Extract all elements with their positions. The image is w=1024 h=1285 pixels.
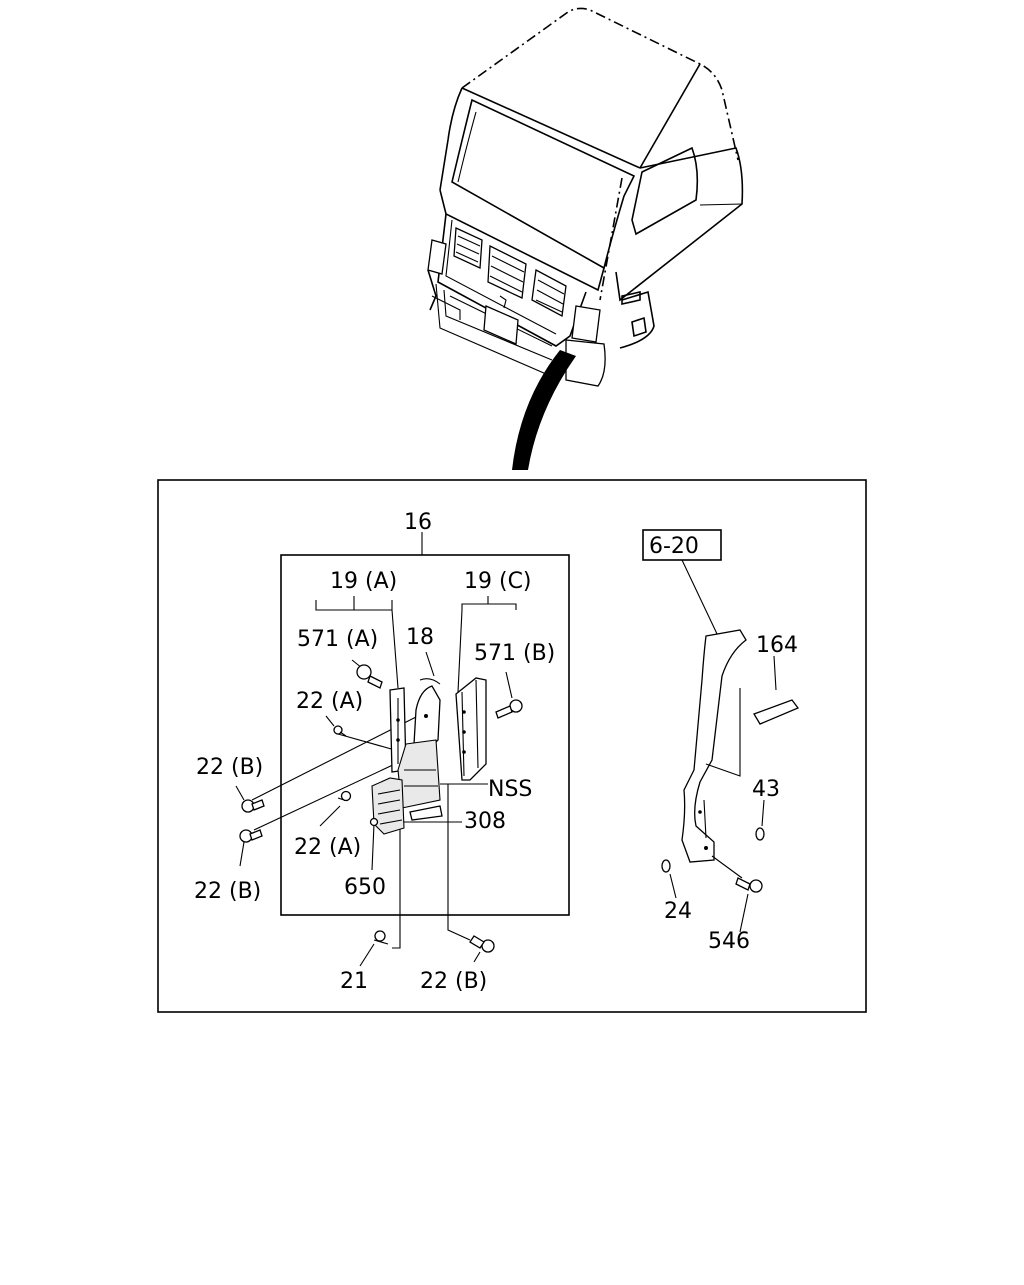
callout-571a: 571 (A) [297,627,378,652]
bracket-assembly-parts [239,664,523,953]
callout-nss: NSS [488,777,532,802]
leader-lines [235,532,517,967]
detail-frame [157,479,867,1013]
callout-24: 24 [664,899,692,924]
callout-164: 164 [756,633,798,658]
callout-22a-upper: 22 (A) [296,689,363,714]
pillar-trim-assembly [642,529,800,933]
callout-21: 21 [340,969,368,994]
callout-22b-left-upper: 22 (B) [196,755,263,780]
callout-650: 650 [344,875,386,900]
callout-43: 43 [752,777,780,802]
callout-308: 308 [464,809,506,834]
truck-cab-illustration [427,7,744,470]
callout-22a-lower: 22 (A) [294,835,361,860]
assembly-box-16 [280,554,570,916]
callout-571b: 571 (B) [474,641,555,666]
callout-18: 18 [406,625,434,650]
callout-19c: 19 (C) [464,569,532,594]
callout-6-20: 6-20 [649,534,699,559]
callout-22b-bottom: 22 (B) [420,969,487,994]
callout-22b-left-lower: 22 (B) [194,879,261,904]
callout-16: 16 [404,510,432,535]
callout-19a: 19 (A) [330,569,397,594]
callout-546: 546 [708,929,750,954]
